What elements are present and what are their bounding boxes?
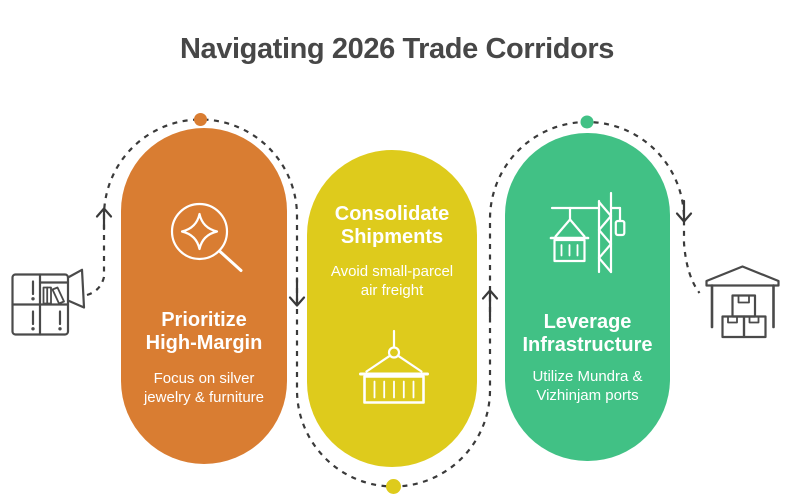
card-heading-line: Infrastructure [522,334,653,356]
card-heading-line: Leverage [543,311,632,333]
card-heading-line: Prioritize [161,309,247,331]
card-heading: Prioritize High-Margin [121,309,287,355]
step-dot-yellow [386,479,401,494]
card-body: Focus on silver jewelry & furniture [121,369,287,407]
card-body-line: Vizhinjam ports [536,387,639,404]
arrow-up-icon [95,207,113,231]
card-body-line: Avoid small-parcel [330,263,454,280]
card-heading-line: Consolidate [334,203,450,225]
card-body: Utilize Mundra & Vizhinjam ports [505,367,670,405]
card-heading: Leverage Infrastructure [505,311,670,357]
arrow-up-icon [481,289,499,319]
card-leverage-infrastructure: Leverage Infrastructure Utilize Mundra &… [505,133,670,461]
step-dot-green [580,115,594,129]
page-title: Navigating 2026 Trade Corridors [179,33,615,65]
card-heading-line: Shipments [340,226,444,248]
card-body-line: air freight [360,282,424,299]
card-heading-line: High-Margin [145,332,263,354]
storage-cabinet-icon [11,268,86,336]
card-body-line: Utilize Mundra & [532,368,643,385]
card-heading: Consolidate Shipments [307,203,477,249]
card-body-line: Focus on silver [153,370,255,387]
card-consolidate-shipments: Consolidate Shipments Avoid small-parcel… [307,150,477,467]
step-dot-orange [194,113,207,126]
arrow-down-icon [288,277,306,307]
arrow-down-icon [675,199,693,223]
warehouse-icon [705,265,780,339]
card-prioritize-high-margin: Prioritize High-Margin Focus on silver j… [121,128,287,464]
card-body-line: jewelry & furniture [143,389,265,406]
card-body: Avoid small-parcel air freight [307,262,477,300]
